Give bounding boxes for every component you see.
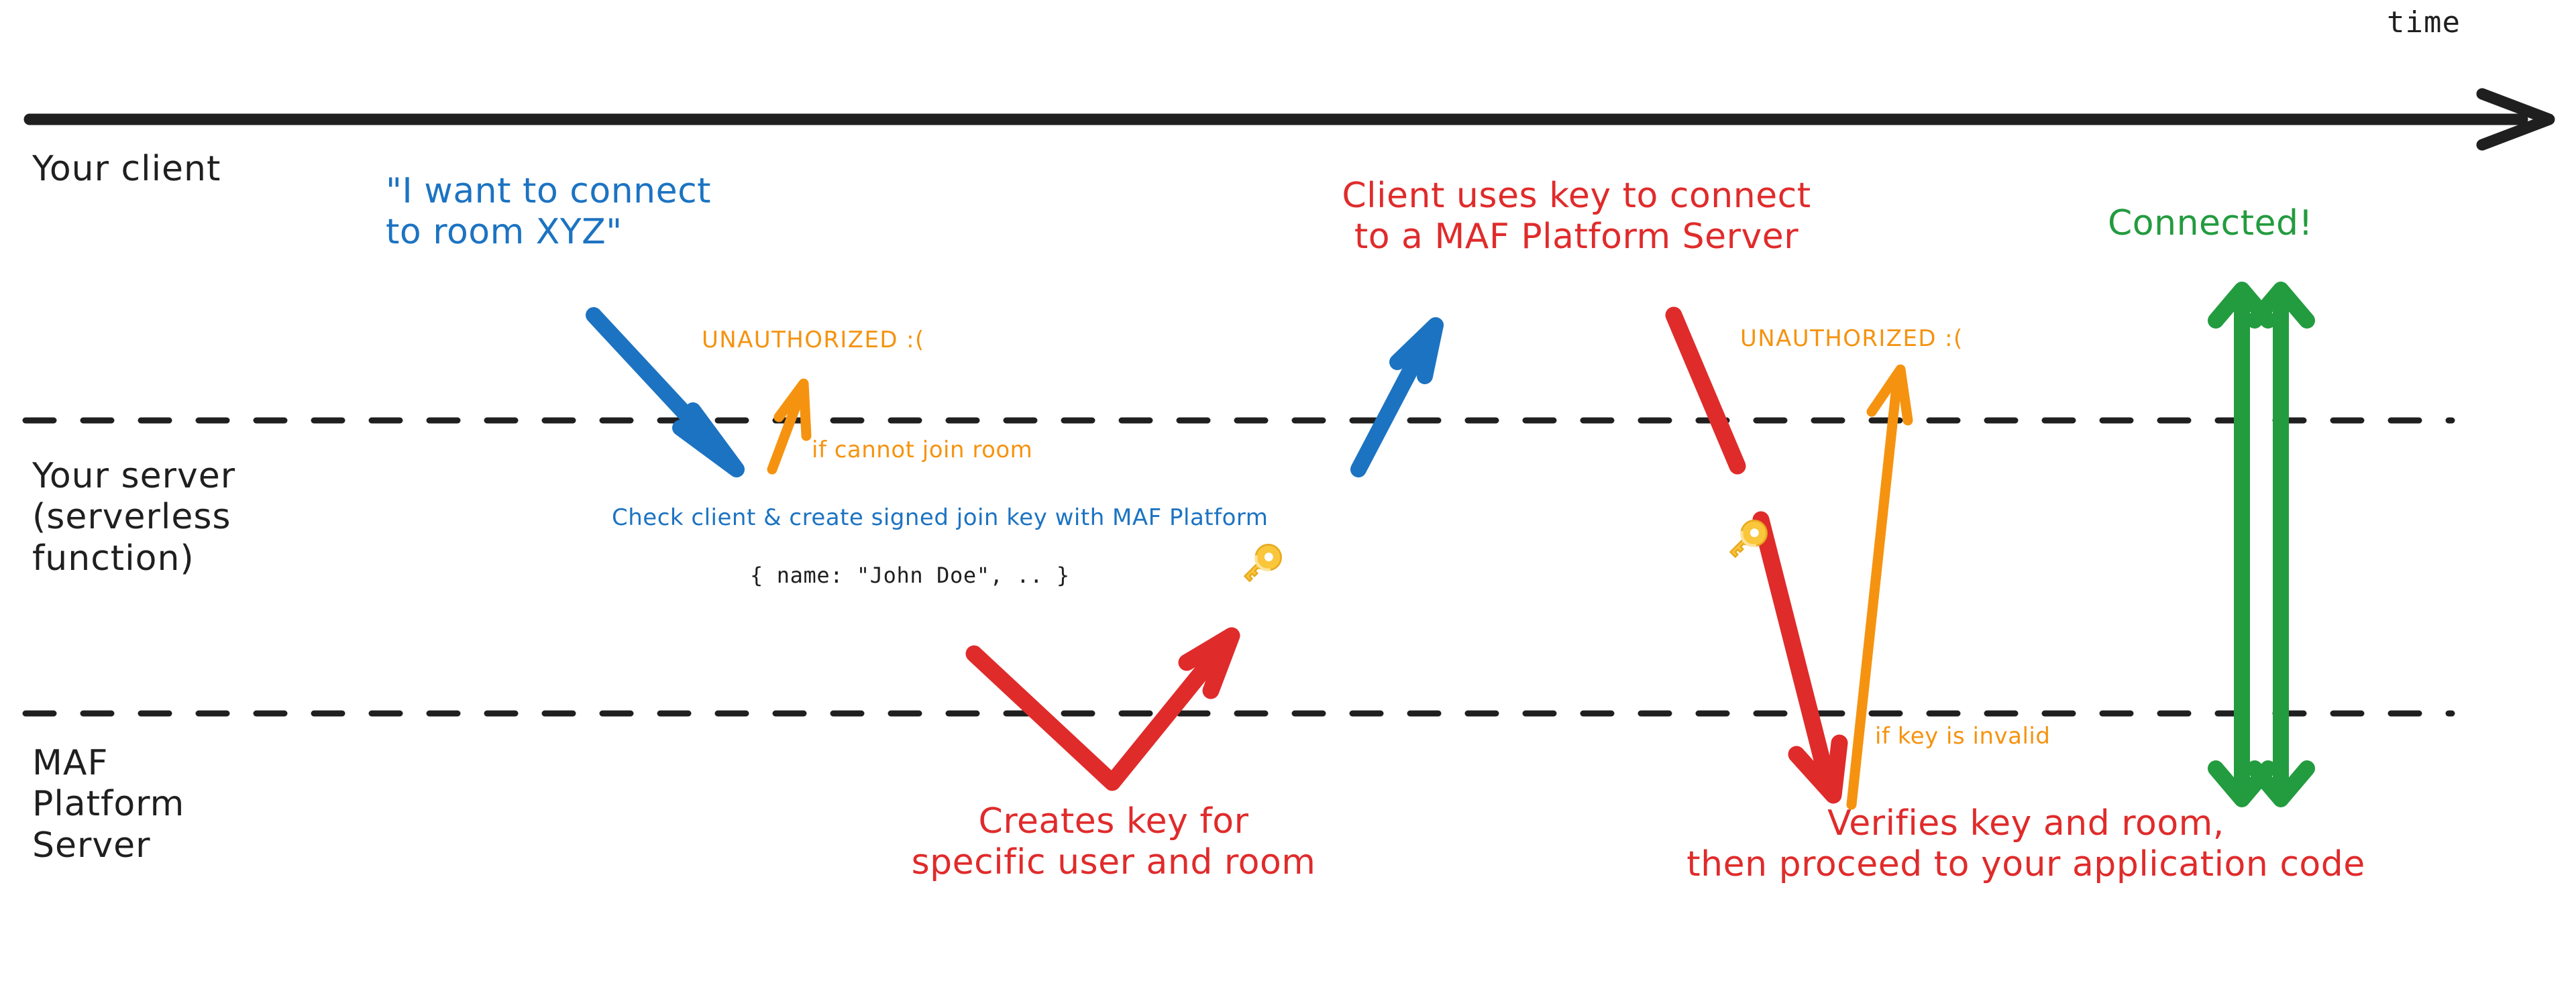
note-creates-key: Creates key for specific user and room xyxy=(911,801,1316,883)
arrow-unauthorized-left xyxy=(767,378,812,475)
note-unauthorized-right: UNAUTHORIZED :( xyxy=(1740,325,1964,352)
note-client-uses-key: Client uses key to connect to a MAF Plat… xyxy=(1342,176,1811,257)
key-icon xyxy=(1233,535,1291,593)
note-check-client: Check client & create signed join key wi… xyxy=(612,504,1269,531)
lane-label-server: Your server (serverless function) xyxy=(32,456,236,579)
arrow-connected-left xyxy=(2208,282,2276,807)
time-axis xyxy=(23,88,2555,151)
lane-label-platform: MAF Platform Server xyxy=(32,743,185,866)
arrow-creates-key xyxy=(965,627,1240,791)
note-verifies-key: Verifies key and room, then proceed to y… xyxy=(1686,803,2365,885)
key-icon xyxy=(1719,511,1776,569)
note-if-key-invalid: if key is invalid xyxy=(1875,723,2051,750)
time-axis-label: time xyxy=(2387,5,2461,40)
note-unauthorized-left: UNAUTHORIZED :( xyxy=(702,327,925,353)
lane-label-client: Your client xyxy=(32,149,221,189)
note-if-cannot-join-room: if cannot join room xyxy=(812,437,1033,463)
arrow-connected-right xyxy=(2247,282,2315,807)
note-client-request: "I want to connect to room XYZ" xyxy=(386,171,712,253)
note-connected: Connected! xyxy=(2108,203,2313,243)
note-payload: { name: "John Doe", .. } xyxy=(750,563,1070,588)
arrow-server-to-client-key xyxy=(1350,317,1444,477)
